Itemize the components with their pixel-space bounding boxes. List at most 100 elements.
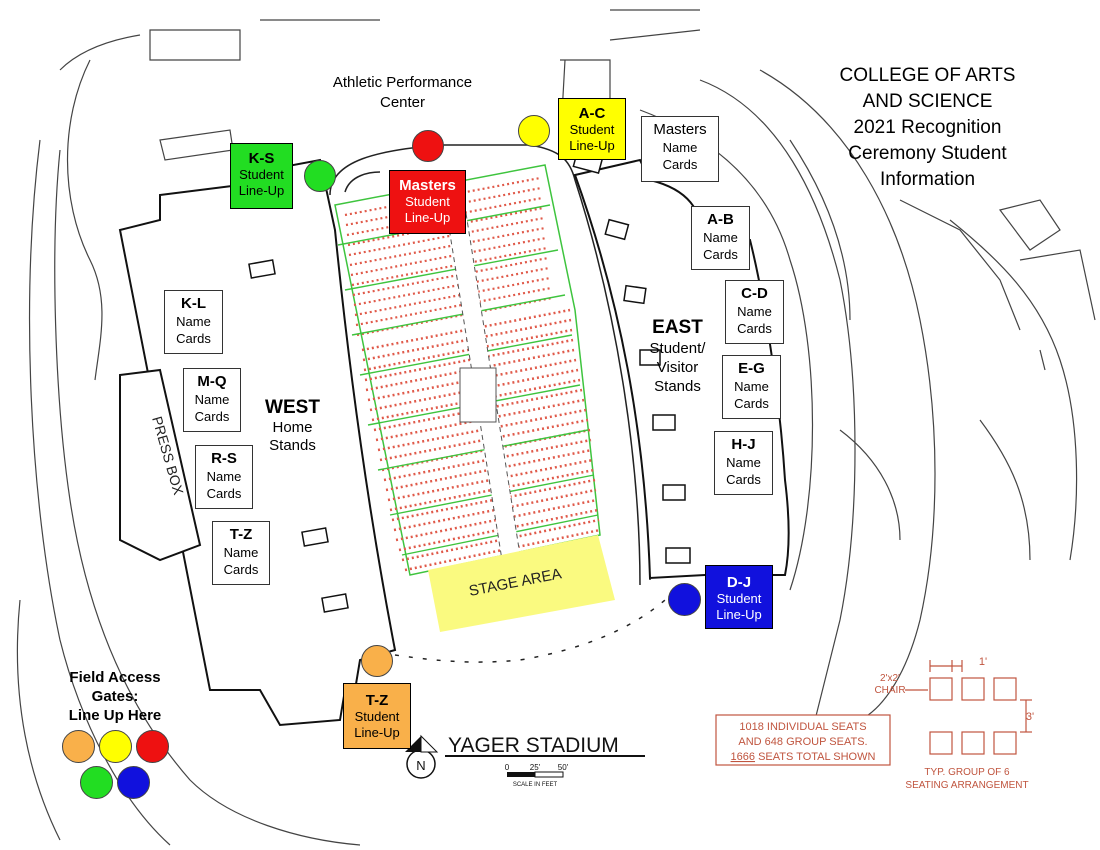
title-line-2: AND SCIENCE [862,91,993,112]
ac-gate-dot [518,115,550,147]
masters-lineup-sub-2: Line-Up [404,210,451,225]
ks-lineup-sub-2: Line-Up [238,183,285,198]
title-line-4: Ceremony Student [848,143,1007,164]
seating-total-suffix: SEATS TOTAL SHOWN [755,751,875,763]
seating-note-line-3: 1666 SEATS TOTAL SHOWN [731,751,876,763]
chair-label: CHAIR [874,685,905,696]
athletic-performance-center-label: Athletic Performance Center [300,73,505,113]
mq-cards-letters: M-Q [197,373,227,390]
ks-lineup-box: K-S Student Line-Up [230,143,293,209]
legend-green-dot [80,766,113,799]
tz-cards-sub-2: Cards [223,562,259,577]
kl-name-cards: K-L Name Cards [164,290,223,354]
tz-cards-sub-1: Name [223,545,259,560]
legend-title-3: Line Up Here [68,707,162,724]
tz-lineup-sub-2: Line-Up [354,725,400,740]
legend-title-2: Gates: [91,688,139,705]
cd-cards-sub-2: Cards [737,321,772,336]
hj-name-cards: H-J Name Cards [714,431,773,495]
ac-lineup-box: A-C Student Line-Up [558,98,626,160]
tz-lineup-letters: T-Z [365,692,389,709]
rs-cards-letters: R-S [211,450,237,467]
dj-lineup-letters: D-J [726,574,752,591]
masters-gate-dot [412,130,444,162]
kl-cards-letters: K-L [181,295,206,312]
seating-detail [905,660,1032,755]
stadium-name: YAGER STADIUM [448,734,619,757]
dj-lineup-sub-2: Line-Up [716,607,762,622]
west-sub-2: Stands [269,437,316,454]
ab-cards-sub-2: Cards [703,247,738,262]
masters-lineup-letters: Masters [399,177,456,194]
title-line-1: COLLEGE OF ARTS [839,65,1016,86]
scale-bar: 0 25' 50' SCALE IN FEET [505,763,569,788]
stage-area [428,535,615,632]
hj-cards-sub-2: Cards [726,472,761,487]
eg-cards-letters: E-G [738,360,765,377]
eg-cards-sub-1: Name [734,379,769,394]
scale-tick-25: 25' [530,763,541,772]
building-line-1: Athletic Performance [332,74,473,91]
west-name: WEST [265,397,320,418]
spacing-1-label: 1' [979,656,987,668]
field-seating-area [334,164,601,576]
rs-cards-sub-2: Cards [206,486,242,501]
ac-lineup-sub-1: Student [569,122,615,137]
ac-lineup-sub-2: Line-Up [569,138,615,153]
tz-name-cards: T-Z Name Cards [212,521,270,585]
eg-name-cards: E-G Name Cards [722,355,781,419]
title-line-3: 2021 Recognition [853,117,1002,138]
seating-note-line-2: AND 648 GROUP SEATS. [738,736,867,748]
ab-name-cards: A-B Name Cards [691,206,750,270]
masters-name-cards: Masters Name Cards [641,116,719,182]
dj-gate-dot [668,583,701,616]
building-line-2: Center [379,94,426,111]
east-sub-3: Stands [654,378,701,395]
eg-cards-sub-2: Cards [734,396,769,411]
north-arrow: N [405,734,439,779]
mq-name-cards: M-Q Name Cards [183,368,241,432]
cd-cards-sub-1: Name [737,304,772,319]
ab-cards-sub-1: Name [703,230,738,245]
hj-cards-sub-1: Name [726,455,761,470]
east-sub-1: Student/ [649,340,706,357]
ac-lineup-letters: A-C [578,105,606,122]
kl-cards-sub-1: Name [176,314,211,329]
west-stands-label: WEST Home Stands [245,397,340,455]
north-label: N [416,758,425,773]
kl-cards-sub-2: Cards [176,331,211,346]
east-name: EAST [652,317,703,338]
east-stands-label: EAST Student/ Visitor Stands [630,317,725,396]
mq-cards-sub-2: Cards [194,409,230,424]
tz-lineup-sub-1: Student [354,709,400,724]
spacing-3-label: 3' [1026,711,1034,723]
legend-yellow-dot [99,730,132,763]
east-sub-2: Visitor [656,359,699,376]
ab-cards-letters: A-B [707,211,734,228]
cd-cards-letters: C-D [741,285,768,302]
seating-note-box [715,714,891,766]
dj-lineup-box: D-J Student Line-Up [705,565,773,629]
masters-lineup-box: Masters Student Line-Up [389,170,466,234]
scale-tick-50: 50' [558,763,569,772]
masters-cards-sub-1: Name [662,140,698,155]
legend-title: Field Access Gates: Line Up Here [45,668,185,725]
seating-total: 1666 [731,751,755,763]
tz-gate-dot [361,645,393,677]
scale-tick-0: 0 [505,763,510,772]
seating-note-line-1: 1018 INDIVIDUAL SEATS [739,721,866,733]
legend-orange-dot [62,730,95,763]
seating-detail-caption-1: TYP. GROUP OF 6 [924,767,1010,778]
masters-lineup-sub-1: Student [405,194,450,209]
legend-blue-dot [117,766,150,799]
tz-lineup-box: T-Z Student Line-Up [343,683,411,749]
legend-red-dot [136,730,169,763]
ks-gate-dot [304,160,336,192]
title-line-5: Information [879,169,976,190]
seating-detail-caption-2: SEATING ARRANGEMENT [905,780,1028,791]
legend-title-1: Field Access [69,669,161,686]
masters-cards-letters: Masters [653,121,707,138]
mq-cards-sub-1: Name [194,392,230,407]
masters-cards-sub-2: Cards [662,157,698,172]
